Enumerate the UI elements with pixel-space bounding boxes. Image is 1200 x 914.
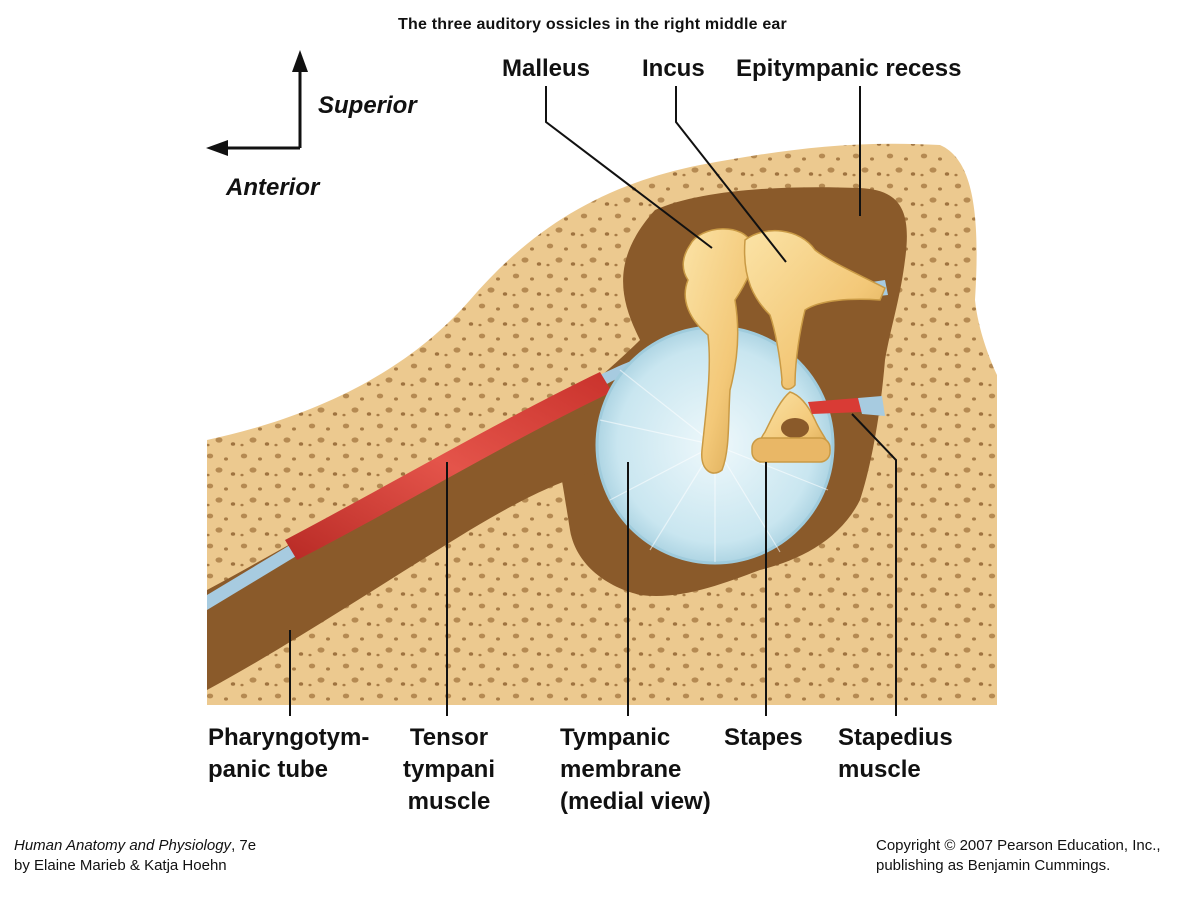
label-tympanic-line1: Tympanic (560, 724, 671, 751)
footer-edition: , 7e (231, 837, 257, 854)
label-stapedius-line2: muscle (838, 756, 921, 783)
leader-lines (289, 86, 897, 716)
label-malleus: Malleus (502, 55, 591, 82)
stapedius-muscle-shape (808, 398, 862, 414)
label-incus: Incus (642, 55, 705, 82)
label-stapes: Stapes (724, 724, 803, 751)
diagram-title: The three auditory ossicles in the right… (398, 16, 787, 33)
incus-shape (743, 229, 886, 390)
footer-publisher: publishing as Benjamin Cummings. (876, 857, 1111, 874)
stapes-footplate (751, 437, 831, 463)
label-tensor-line2: tympani (402, 756, 495, 783)
label-tympanic-membrane: Tympanic membrane (medial view) (560, 722, 711, 818)
stapedius-tendon (858, 396, 885, 416)
orientation-arrows (206, 50, 308, 156)
label-tympanic-line2: membrane (560, 756, 682, 783)
leader-incus (675, 86, 787, 263)
label-tensor-line1: Tensor (409, 724, 489, 751)
leader-malleus (545, 86, 713, 249)
label-tympanic-line3: (medial view) (560, 788, 711, 815)
tensor-tendon (207, 545, 298, 610)
label-tensor-line3: muscle (407, 788, 491, 815)
footer-copyright: Copyright © 2007 Pearson Education, Inc.… (876, 836, 1161, 876)
footer-book-title: Human Anatomy and Physiology (14, 837, 232, 854)
label-pharyngo-line1: Pharyngotym- (208, 724, 370, 751)
label-pharyngo-line2: panic tube (208, 756, 329, 783)
label-tensor-tympani-muscle: Tensor tympani muscle (396, 722, 502, 818)
label-pharyngotympanic-tube: Pharyngotym- panic tube (208, 722, 369, 786)
footer-citation: Human Anatomy and Physiology, 7e by Elai… (14, 836, 256, 876)
footer-authors: by Elaine Marieb & Katja Hoehn (14, 857, 227, 874)
leader-stapedius (851, 413, 897, 716)
label-stapedius-muscle: Stapedius muscle (838, 722, 953, 786)
direction-superior: Superior (318, 92, 417, 119)
pharyngotympanic-tube-shape (207, 393, 610, 690)
label-epitympanic-recess: Epitympanic recess (736, 55, 962, 82)
tensor-tympani-muscle-shape (285, 372, 612, 560)
label-stapedius-line1: Stapedius (838, 724, 953, 751)
direction-anterior: Anterior (226, 174, 320, 201)
footer-copyright-line: Copyright © 2007 Pearson Education, Inc.… (876, 837, 1161, 854)
